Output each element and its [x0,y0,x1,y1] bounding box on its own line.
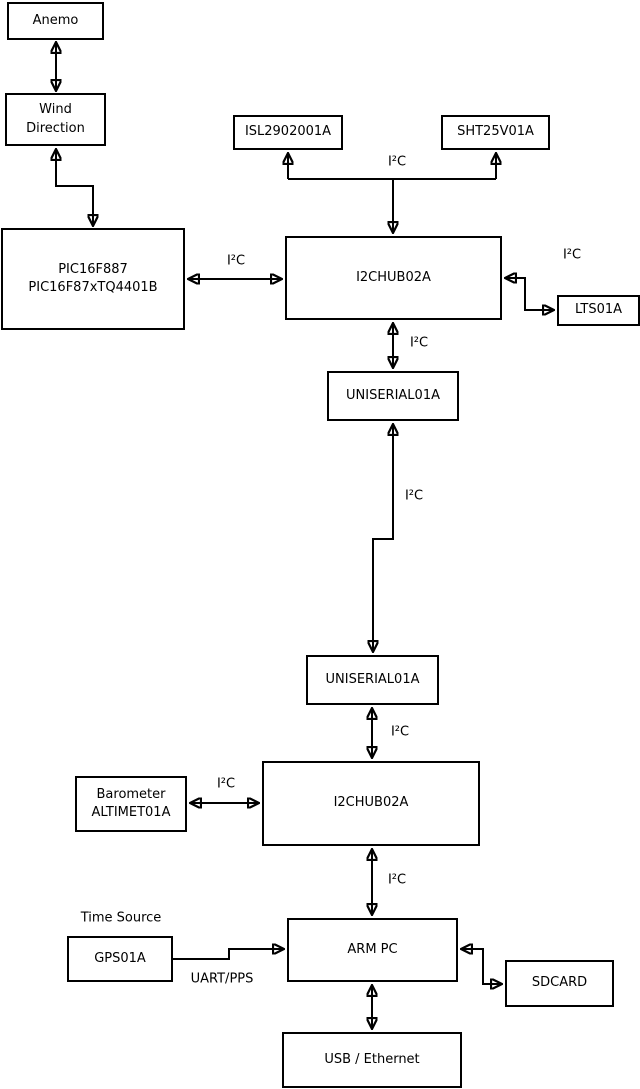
label-i2c-sensors: I²C [387,154,407,170]
node-barometer-line1: Barometer [96,786,166,802]
label-i2c-hub2-armpc: I²C [387,872,407,888]
node-anemo-label: Anemo [32,12,79,28]
node-sdcard-label: SDCARD [531,975,588,991]
node-isl2902001a-label: ISL2902001A [244,124,332,140]
node-uniserial01a-2-label: UNISERIAL01A [325,671,420,687]
node-i2chub02a-1: I2CHUB02A [285,236,502,320]
node-uniserial01a-2: UNISERIAL01A [306,655,439,705]
label-i2c-long-link: I²C [404,488,424,504]
node-i2chub02a-2-label: I2CHUB02A [333,795,409,811]
node-sht25v01a: SHT25V01A [441,115,550,150]
node-wind-direction: Wind Direction [5,93,106,146]
node-pic16f887-line1: PIC16F887 [58,261,128,277]
node-uniserial01a-1: UNISERIAL01A [327,371,459,421]
label-time-source: Time Source [80,910,162,926]
edge-wind-pic [56,149,93,226]
edge-armpc-sdcard [461,949,502,984]
node-lts01a: LTS01A [557,295,640,326]
node-gps01a-label: GPS01A [94,950,146,966]
node-gps01a: GPS01A [67,936,173,982]
node-pic16f887: PIC16F887 PIC16F87xTQ4401B [1,228,185,330]
node-uniserial01a-1-label: UNISERIAL01A [346,387,440,403]
edge-hub1-lts [505,278,554,310]
label-uart-pps: UART/PPS [190,971,254,987]
label-i2c-pic-hub1: I²C [226,253,246,269]
node-anemo: Anemo [7,2,104,40]
node-wind-direction-line1: Wind [39,102,72,118]
node-wind-direction-line2: Direction [26,120,85,136]
node-arm-pc: ARM PC [287,918,458,982]
node-i2chub02a-2: I2CHUB02A [262,761,480,846]
node-isl2902001a: ISL2902001A [233,115,343,150]
label-i2c-uniserial2-hub2: I²C [390,724,410,740]
node-pic16f887-line2: PIC16F87xTQ4401B [28,280,158,295]
node-lts01a-label: LTS01A [574,302,623,318]
label-i2c-barometer-hub2: I²C [216,776,236,792]
node-usb-ethernet-label: USB / Ethernet [324,1051,420,1067]
node-barometer: Barometer ALTIMET01A [75,776,187,832]
node-arm-pc-label: ARM PC [347,941,398,957]
node-sdcard: SDCARD [505,960,614,1007]
node-barometer-line2: ALTIMET01A [91,805,171,820]
node-i2chub02a-1-label: I2CHUB02A [356,269,431,285]
node-sht25v01a-label: SHT25V01A [457,124,534,140]
label-i2c-hub1-uniserial1: I²C [409,335,429,351]
label-i2c-hub1-lts: I²C [562,247,582,263]
node-usb-ethernet: USB / Ethernet [282,1032,462,1088]
edge-gps-armpc [173,949,284,960]
edge-uniserial1-uniserial2 [373,424,393,652]
